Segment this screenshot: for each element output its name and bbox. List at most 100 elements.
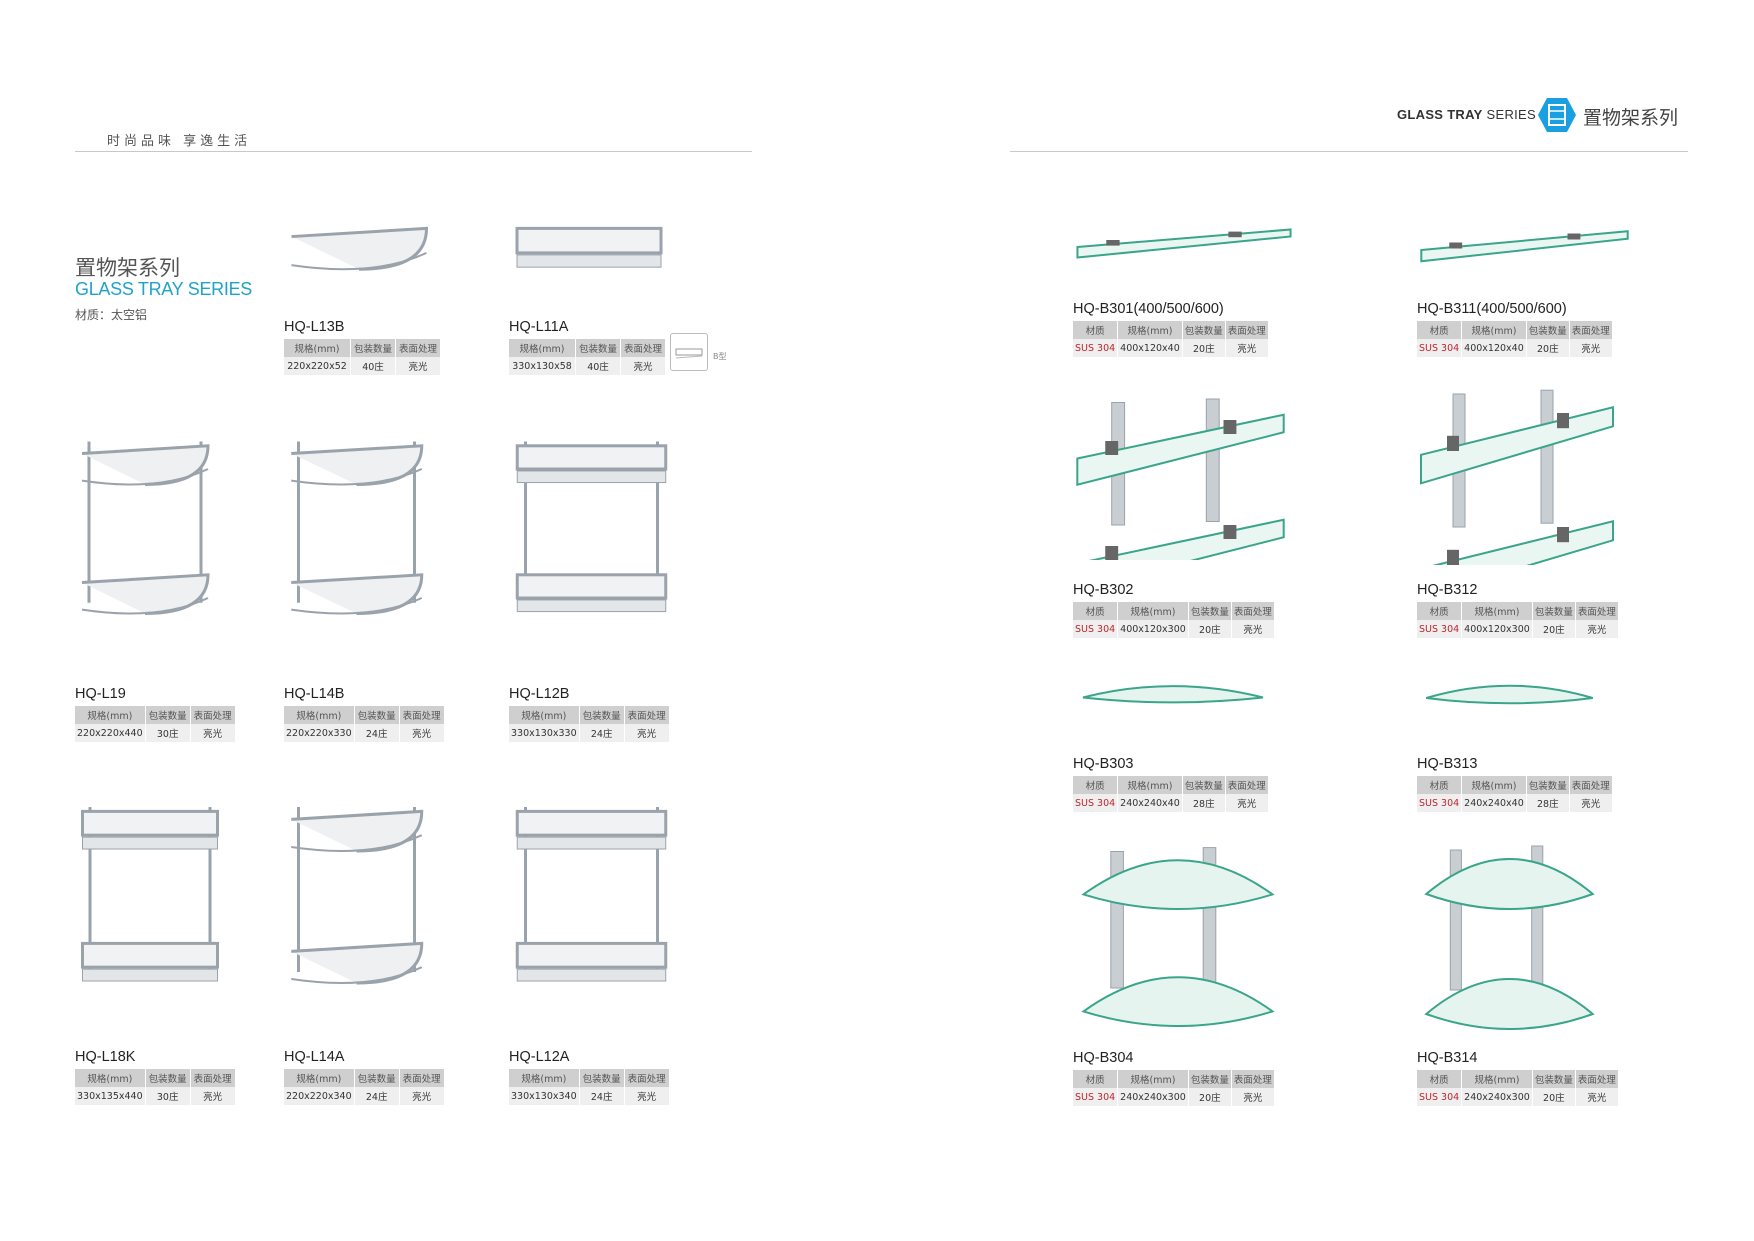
- material-note: 材质：太空铝: [75, 308, 148, 322]
- product-image: [509, 420, 674, 640]
- spec-header: 材质: [1417, 776, 1462, 794]
- spec-header: 规格(mm): [509, 339, 575, 357]
- spec-header: 材质: [1073, 776, 1118, 794]
- spec-header: 规格(mm): [509, 706, 579, 724]
- product-code: HQ-B314: [1417, 1050, 1478, 1066]
- spec-header: 材质: [1417, 602, 1462, 620]
- spec-size: 400x120x300: [1462, 620, 1532, 638]
- spec-pack: 28庄: [1526, 794, 1569, 812]
- spec-header: 包装数量: [1182, 776, 1225, 794]
- spec-header: 包装数量: [579, 1069, 624, 1087]
- product-code: HQ-L11A: [509, 319, 569, 335]
- spec-header: 表面处理: [396, 339, 440, 357]
- corner-basket-icon: [291, 226, 429, 271]
- rect-basket-2tier-icon: [81, 807, 219, 982]
- spec-header: 表面处理: [621, 339, 665, 357]
- spec-size: 330x135x440: [75, 1087, 145, 1105]
- product-code: HQ-L18K: [75, 1049, 136, 1065]
- product-code: HQ-L14B: [284, 686, 345, 702]
- spec-finish: 亮光: [1231, 620, 1274, 638]
- spec-size: 400x120x300: [1118, 620, 1188, 638]
- product-code: HQ-B301(400/500/600): [1073, 301, 1224, 317]
- glass-corner-shelf-2tier-icon: [1424, 845, 1595, 1030]
- product-image: [75, 785, 225, 1010]
- corner-basket-2tier-icon: [291, 807, 424, 985]
- spec-header: 包装数量: [1532, 602, 1575, 620]
- spec-header: 规格(mm): [75, 1069, 145, 1087]
- spec-size: 330x130x58: [509, 357, 575, 375]
- spec-header: 包装数量: [1188, 602, 1231, 620]
- spec-header: 规格(mm): [1462, 602, 1532, 620]
- left-header-divider: [75, 151, 752, 152]
- glass-corner-shelf-icon: [1425, 684, 1594, 705]
- spec-pack: 40庄: [351, 357, 395, 375]
- spec-finish: 亮光: [624, 724, 669, 742]
- spec-header: 表面处理: [399, 1069, 444, 1087]
- header-series-cn: 置物架系列: [1583, 107, 1679, 129]
- corner-basket-2tier-icon: [81, 441, 210, 615]
- spec-header: 包装数量: [576, 339, 620, 357]
- spec-finish: 亮光: [190, 1087, 235, 1105]
- spec-pack: 24庄: [579, 724, 624, 742]
- spec-header: 表面处理: [1231, 602, 1274, 620]
- spec-header: 规格(mm): [284, 339, 350, 357]
- spec-header: 包装数量: [1526, 321, 1569, 339]
- spec-pack: 20庄: [1526, 339, 1569, 357]
- spec-header: 表面处理: [399, 706, 444, 724]
- spec-size: 240x240x40: [1462, 794, 1526, 812]
- spec-size: 240x240x40: [1118, 794, 1182, 812]
- slogan: 时尚品味 享逸生活: [107, 134, 252, 149]
- product-image: [1417, 375, 1617, 599]
- spec-pack: 30庄: [145, 1087, 190, 1105]
- spec-pack: 28庄: [1182, 794, 1225, 812]
- spec-material: SUS 304: [1417, 620, 1462, 638]
- spec-finish: 亮光: [396, 357, 440, 375]
- spec-finish: 亮光: [399, 724, 444, 742]
- spec-header: 包装数量: [351, 339, 395, 357]
- product-image: [1073, 205, 1295, 280]
- spec-header: 表面处理: [1569, 776, 1612, 794]
- spec-pack: 20庄: [1188, 1088, 1231, 1106]
- product-image: [1417, 830, 1602, 1035]
- spec-header: 材质: [1073, 602, 1118, 620]
- spec-header: 表面处理: [190, 706, 235, 724]
- spec-finish: 亮光: [1569, 339, 1612, 357]
- spec-header: 规格(mm): [1118, 1070, 1188, 1088]
- spec-pack: 24庄: [354, 724, 399, 742]
- glass-corner-shelf-icon: [1082, 685, 1264, 704]
- spec-finish: 亮光: [1575, 1088, 1618, 1106]
- product-image: [1073, 832, 1283, 1032]
- spec-header: 表面处理: [1569, 321, 1612, 339]
- product-code: HQ-L19: [75, 686, 126, 702]
- spec-size: 240x240x300: [1462, 1088, 1532, 1106]
- spec-header: 包装数量: [1182, 321, 1225, 339]
- spec-size: 330x130x340: [509, 1087, 579, 1105]
- spec-finish: 亮光: [190, 724, 235, 742]
- product-image: [1417, 205, 1632, 285]
- spec-header: 规格(mm): [509, 1069, 579, 1087]
- spec-header: 包装数量: [354, 1069, 399, 1087]
- spec-header: 规格(mm): [75, 706, 145, 724]
- product-image: [75, 420, 215, 640]
- header-series-en-light: SERIES: [1482, 107, 1536, 122]
- product-code: HQ-B302: [1073, 582, 1134, 598]
- spec-finish: 亮光: [1225, 339, 1268, 357]
- product-image: [284, 420, 429, 640]
- product-code: HQ-B311(400/500/600): [1417, 301, 1567, 317]
- variant-b-thumbnail: [670, 333, 708, 371]
- spec-header: 规格(mm): [1118, 776, 1182, 794]
- spec-header: 规格(mm): [1462, 1070, 1532, 1088]
- spec-pack: 24庄: [354, 1087, 399, 1105]
- spec-material: SUS 304: [1073, 1088, 1118, 1106]
- spec-header: 材质: [1073, 321, 1118, 339]
- spec-pack: 30庄: [145, 724, 190, 742]
